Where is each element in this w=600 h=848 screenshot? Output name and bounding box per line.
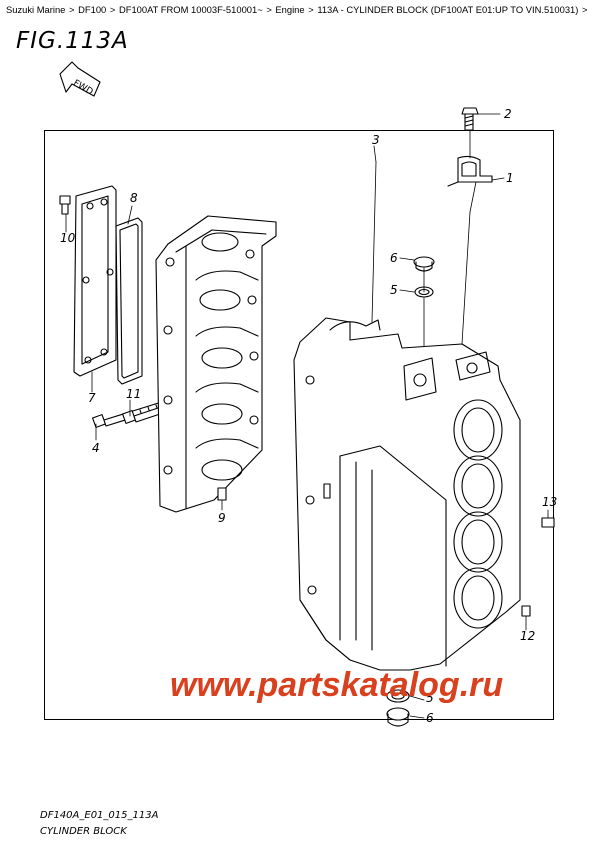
breadcrumb-current: 113A - CYLINDER BLOCK (DF100AT E01:UP TO… bbox=[317, 4, 579, 15]
callout-1[interactable]: 1 bbox=[506, 171, 514, 185]
callout-4[interactable]: 4 bbox=[92, 441, 100, 455]
callout-6-top[interactable]: 6 bbox=[390, 251, 398, 265]
callout-13[interactable]: 13 bbox=[542, 495, 557, 509]
crankcase-half bbox=[155, 215, 277, 513]
callout-5-bottom[interactable]: 5 bbox=[426, 691, 434, 705]
washer-part-5-bottom[interactable] bbox=[386, 689, 410, 703]
callout-2[interactable]: 2 bbox=[504, 107, 512, 121]
breadcrumb-separator: > bbox=[581, 4, 588, 15]
cylinder-block-part-3 bbox=[293, 317, 521, 671]
breadcrumb-link-df100[interactable]: DF100 bbox=[78, 4, 107, 15]
bolt-part-10[interactable] bbox=[59, 195, 71, 215]
clamp-part-1[interactable] bbox=[447, 155, 493, 187]
figure-code: DF140A_E01_015_113A bbox=[40, 810, 159, 821]
part-name: CYLINDER BLOCK bbox=[40, 826, 127, 837]
callout-10[interactable]: 10 bbox=[60, 231, 76, 245]
breadcrumb-separator: > bbox=[69, 4, 75, 15]
breadcrumb-link-model[interactable]: DF100AT FROM 10003F-510001~ bbox=[118, 4, 263, 15]
breadcrumb-separator: > bbox=[266, 4, 272, 15]
cover-plate-part-7[interactable] bbox=[73, 185, 117, 377]
diagram-frame bbox=[44, 130, 554, 720]
plug-part-6-bottom[interactable] bbox=[386, 707, 410, 727]
callout-3[interactable]: 3 bbox=[372, 133, 380, 147]
callout-7[interactable]: 7 bbox=[88, 391, 96, 405]
figure-title: FIG.113A bbox=[16, 28, 129, 54]
pin-part-12[interactable] bbox=[521, 605, 531, 617]
callout-8[interactable]: 8 bbox=[130, 191, 138, 205]
bolt-part-2[interactable] bbox=[461, 107, 479, 131]
plug-part-13[interactable] bbox=[541, 517, 555, 528]
breadcrumb: Suzuki Marine > DF100 > DF100AT FROM 100… bbox=[6, 4, 596, 16]
callout-6-bottom[interactable]: 6 bbox=[426, 711, 434, 725]
breadcrumb-separator: > bbox=[308, 4, 314, 15]
watermark-text: www.partskatalog.ru bbox=[170, 666, 504, 704]
callout-12[interactable]: 12 bbox=[520, 629, 535, 643]
breadcrumb-link-suzuki-marine[interactable]: Suzuki Marine bbox=[6, 4, 66, 15]
breadcrumb-separator: > bbox=[109, 4, 116, 15]
callout-9[interactable]: 9 bbox=[218, 511, 226, 525]
dowel-pin-part-9[interactable] bbox=[217, 487, 227, 501]
plug-part-6-top[interactable] bbox=[413, 256, 435, 272]
fwd-arrow-icon: FWD bbox=[59, 61, 101, 98]
callout-11[interactable]: 11 bbox=[126, 387, 141, 401]
leader-lines bbox=[65, 113, 549, 719]
breadcrumb-link-engine[interactable]: Engine bbox=[275, 4, 305, 15]
gasket-part-8[interactable] bbox=[115, 217, 143, 385]
callout-5-top[interactable]: 5 bbox=[390, 283, 398, 297]
